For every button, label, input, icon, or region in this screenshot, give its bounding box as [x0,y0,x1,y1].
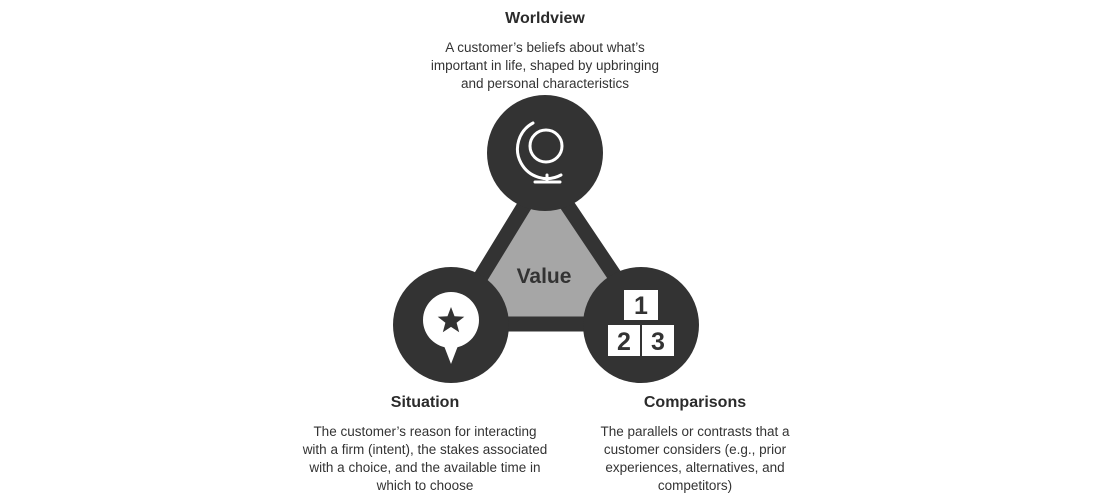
situation-node [393,267,509,383]
comparisons-description: The parallels or contrasts that a custom… [600,424,790,493]
situation-title: Situation [390,394,460,411]
worldview-description: A customer’s beliefs about what’s import… [430,40,660,91]
block-3-label: 3 [651,328,665,356]
number-blocks-icon: 1 2 3 [608,290,674,356]
globe-icon [515,121,564,184]
block-1-label: 1 [634,292,648,320]
comparisons-node: 1 2 3 [583,267,699,383]
location-pin-star-icon [423,292,479,364]
block-1 [624,290,658,320]
block-2-label: 2 [617,328,631,356]
center-label: Value [517,265,572,288]
situation-description: The customer’s reason for interacting wi… [302,424,548,493]
block-2 [608,325,640,356]
comparisons-title: Comparisons [643,394,747,411]
worldview-node [487,95,603,211]
worldview-text-block: Worldview A customer’s beliefs about wha… [395,9,695,93]
block-3 [642,325,674,356]
comparisons-text-block: Comparisons The parallels or contrasts t… [575,393,815,495]
situation-text-block: Situation The customer’s reason for inte… [290,393,560,495]
worldview-title: Worldview [505,10,585,27]
